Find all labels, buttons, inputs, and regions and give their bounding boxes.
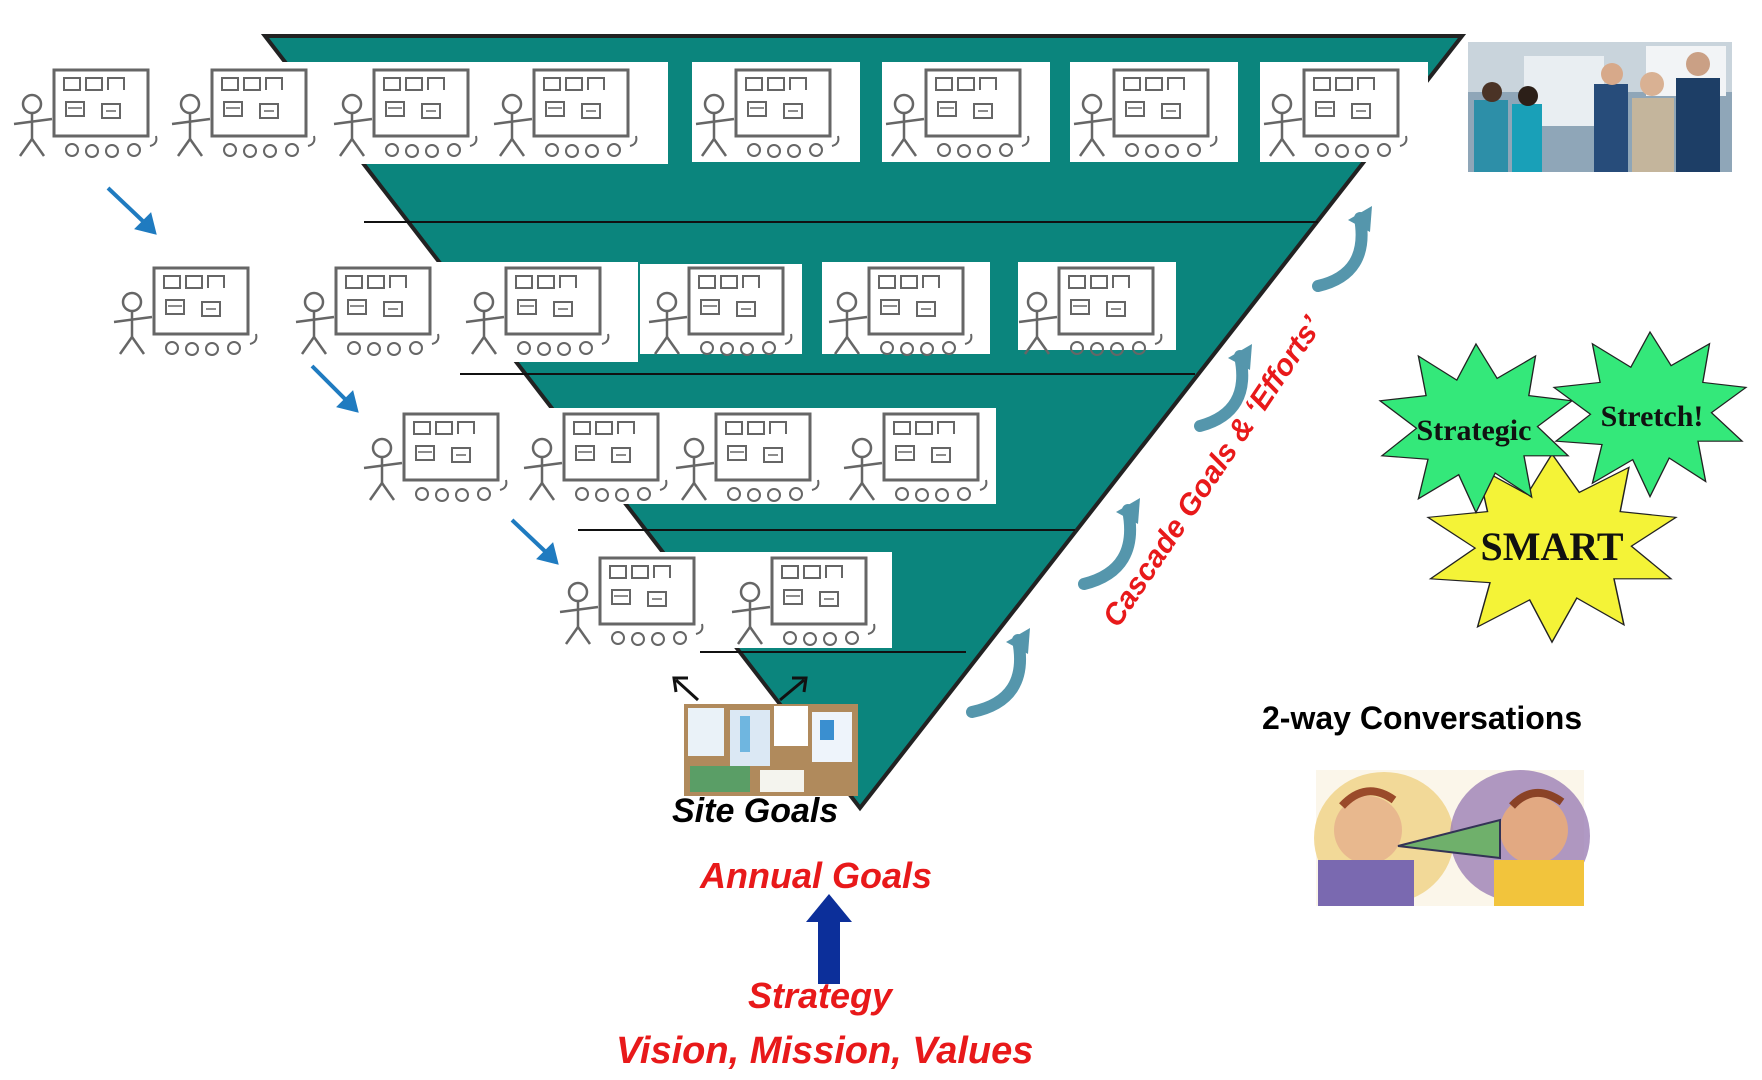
up-arrow-icon (806, 894, 852, 984)
tier-2-huddles (108, 262, 1176, 362)
conversation-icon (1314, 770, 1590, 906)
flow-arrow-icon (672, 676, 808, 702)
strategy-label: Strategy (748, 975, 893, 1016)
cascade-arrow-icon (1194, 344, 1252, 432)
cascade-arrows (966, 206, 1372, 718)
tier-1-huddles (0, 62, 1428, 164)
flow-arrows (106, 186, 559, 565)
starburst-stretch-label: Stretch! (1601, 400, 1704, 433)
bulletin-board-icon (684, 704, 858, 796)
tier-4-huddles (552, 552, 892, 648)
meeting-photo-icon (1468, 42, 1732, 172)
tier-3-huddles (356, 408, 996, 504)
two-way-conversations-label: 2-way Conversations (1262, 700, 1583, 736)
cascade-arrow-icon (1078, 498, 1140, 590)
cascade-arrow-icon (1312, 206, 1372, 292)
starburst-strategic-label: Strategic (1417, 414, 1532, 447)
starburst-smart-label: SMART (1480, 524, 1623, 569)
vision-mission-values-label: Vision, Mission, Values (616, 1030, 1034, 1072)
annual-goals-label: Annual Goals (700, 855, 933, 896)
site-goals-label: Site Goals (672, 792, 839, 830)
cascade-arrow-icon (966, 628, 1030, 718)
